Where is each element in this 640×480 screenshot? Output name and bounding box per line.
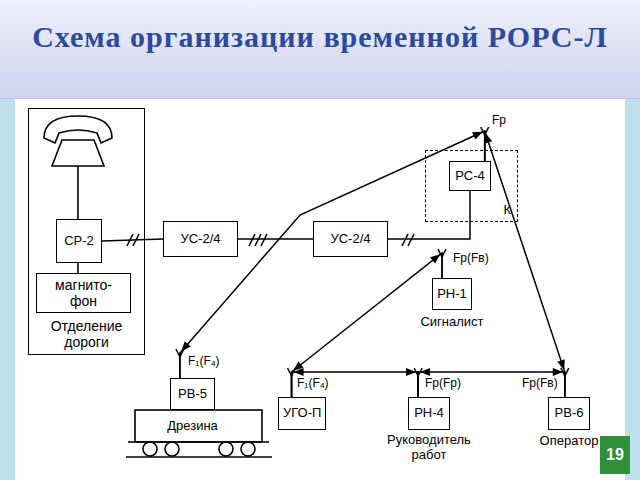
telephone-icon <box>44 116 112 274</box>
frequency-label: F₁(F₄) <box>187 355 221 368</box>
cable-line <box>388 191 470 239</box>
radio-station-box: РВ-5Дрезина <box>170 378 215 410</box>
box-caption: Руководитель работ <box>379 433 479 463</box>
line-break-mark-part <box>408 234 414 246</box>
arrow-head <box>472 132 483 140</box>
page-number: 19 <box>600 436 630 474</box>
cable-line <box>238 239 313 240</box>
recorder-box: магнито-фон <box>36 273 131 313</box>
connector-line <box>388 191 470 239</box>
frequency-label: Fр(Fв) <box>452 252 490 265</box>
box-label: РВ-6 <box>555 406 584 421</box>
box-label: РН-1 <box>437 287 467 302</box>
cable-line <box>102 239 163 241</box>
draisine-cart-part <box>241 442 255 456</box>
radio-station-box: СР-2 <box>56 219 102 263</box>
box-label: РН-4 <box>414 406 444 421</box>
connector-line <box>292 253 442 397</box>
box-label: СР-2 <box>64 234 94 249</box>
antenna-group <box>176 127 569 397</box>
telephone-icon-part <box>77 166 79 220</box>
arrow-head <box>420 368 430 376</box>
telephone-icon-part <box>52 140 104 166</box>
box-label: УС-2/4 <box>180 232 220 247</box>
radio-station-box: РВ-6Оператор <box>548 397 590 430</box>
draisine-cart-part <box>143 442 157 456</box>
radio-station-box: РН-4Руководитель работ <box>408 397 450 430</box>
draisine-cart-part <box>135 410 262 442</box>
draisine-cart-part <box>219 442 233 456</box>
arrow-head <box>485 133 493 144</box>
connector-line <box>292 372 419 397</box>
connector-line <box>485 131 565 397</box>
amplifier-box: УС-2/4 <box>163 221 238 257</box>
line-break-mark-part <box>255 234 261 246</box>
arrow-head <box>406 368 416 376</box>
box-caption: Оператор <box>540 433 599 448</box>
box-caption: Сигналист <box>420 314 483 329</box>
line-break-mark-part <box>402 234 408 246</box>
radio-link <box>485 131 565 397</box>
frequency-label: Fр <box>491 114 507 127</box>
frequency-label: Fр(Fв) <box>521 377 559 390</box>
box-label: УГО-П <box>283 406 321 421</box>
box-caption: Дрезина <box>167 418 218 433</box>
radio-link <box>292 368 419 397</box>
connector-line <box>238 238 313 240</box>
box-label: РВ-5 <box>178 387 207 402</box>
radio-link <box>292 253 442 397</box>
arrow-head <box>553 368 563 376</box>
draisine-cart <box>126 410 272 457</box>
box-label: К <box>503 203 511 218</box>
connector-line <box>418 372 565 397</box>
arrow-head <box>181 341 191 351</box>
frequency-label: F₁(F₄) <box>296 377 330 390</box>
radio-station-box: РН-1Сигналист <box>432 278 472 310</box>
line-break-mark-part <box>249 234 255 246</box>
box-label: УС-2/4 <box>330 232 370 247</box>
slide-title: Схема организации временной РОРС-Л <box>10 20 630 54</box>
dashed-area-box: К РС-4 <box>425 150 518 222</box>
box-label: магнито-фон <box>53 277 115 309</box>
connector-line <box>102 239 163 241</box>
line-break-mark-part <box>261 234 267 246</box>
frequency-label: Fр(Fр) <box>424 377 462 390</box>
draisine-cart-part <box>165 442 179 456</box>
arrow-head <box>430 254 440 263</box>
draisine-cart-part <box>126 456 272 458</box>
box-label: Отделение дороги <box>41 318 133 350</box>
telephone-icon-part <box>44 116 112 143</box>
amplifier-box: УС-2/4 <box>313 221 388 257</box>
box-label: РС-4 <box>455 169 484 184</box>
radio-station-box: РС-4 <box>449 161 491 191</box>
road-office-box: Отделение дороги СР-2 магнито-фон <box>28 108 145 355</box>
radio-link <box>418 368 565 397</box>
arrow-head <box>294 368 304 376</box>
arrow-head <box>557 359 565 370</box>
radio-station-box: УГО-П <box>278 397 326 430</box>
